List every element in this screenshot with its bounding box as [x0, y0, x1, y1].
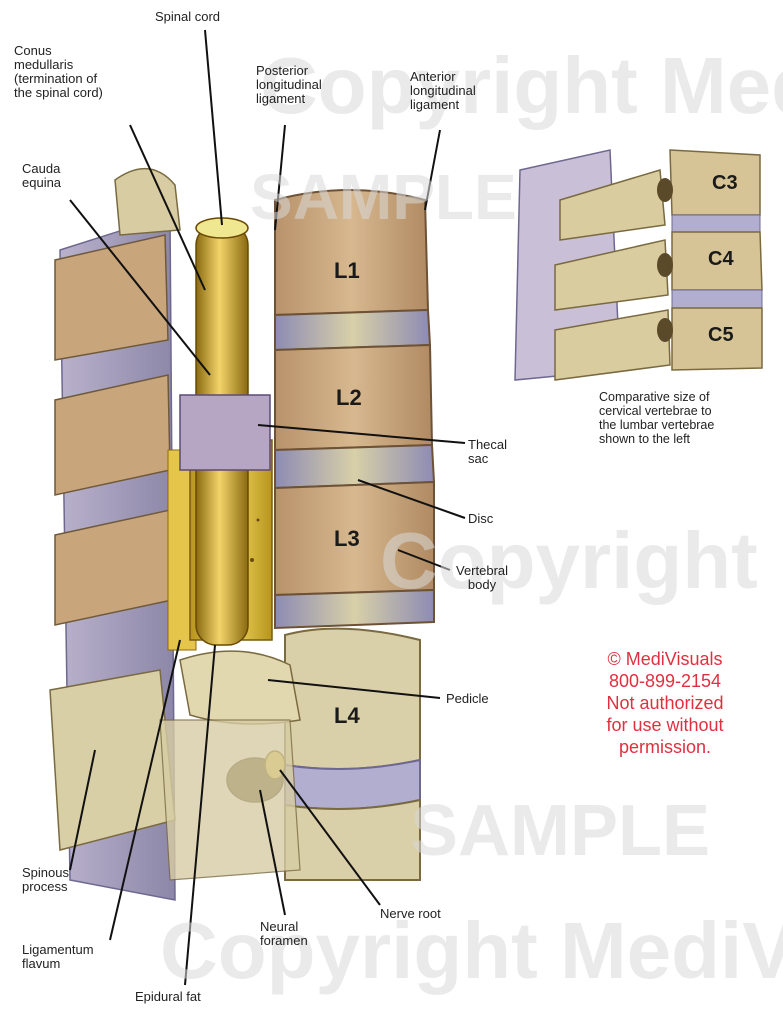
disc-l2-l3 [275, 445, 434, 488]
label-conus-medullaris: Conus medullaris (termination of the spi… [14, 44, 103, 100]
label-spinous-process: Spinous process [22, 866, 69, 894]
pedicle-shape [180, 651, 300, 724]
vertebral-body-l1 [275, 190, 428, 315]
vertebra-label-l4: L4 [334, 703, 360, 729]
copyright-notice: © MediVisuals 800-899-2154 Not authorize… [555, 648, 775, 758]
thecal-sac-band [180, 395, 270, 470]
cervical-foramen-1 [657, 178, 673, 202]
disc-l1-l2 [275, 310, 430, 350]
inset-caption: Comparative size of cervical vertebrae t… [599, 390, 779, 446]
vertebra-label-l3: L3 [334, 526, 360, 552]
cervical-disc-c4-c5 [672, 290, 762, 308]
cervical-disc-c3-c4 [672, 215, 760, 232]
spinous-process-shape [50, 670, 175, 850]
label-cauda-equina: Cauda equina [22, 162, 61, 190]
label-disc: Disc [468, 512, 493, 526]
label-vertebral-body: Vertebral body [456, 564, 508, 592]
label-ligamentum-flavum: Ligamentum flavum [22, 943, 94, 971]
vertebra-label-c5: C5 [708, 324, 734, 347]
disc-l3-l4 [275, 590, 434, 628]
label-thecal-sac: Thecal sac [468, 438, 507, 466]
cervical-foramen-2 [657, 253, 673, 277]
label-nerve-root: Nerve root [380, 907, 441, 921]
cervical-foramen-3 [657, 318, 673, 342]
lower-facet [160, 720, 300, 880]
label-posterior-ligament: Posterior longitudinal ligament [256, 64, 322, 106]
label-anterior-ligament: Anterior longitudinal ligament [410, 70, 476, 112]
vertebral-body-l4 [285, 629, 420, 769]
vertebra-label-c3: C3 [712, 172, 738, 195]
label-pedicle: Pedicle [446, 692, 489, 706]
vertebra-label-l1: L1 [334, 258, 360, 284]
label-spinal-cord: Spinal cord [155, 10, 220, 24]
top-facet [115, 169, 180, 235]
vertebra-label-l2: L2 [336, 385, 362, 411]
label-neural-foramen: Neural foramen [260, 920, 308, 948]
vertebra-label-c4: C4 [708, 248, 734, 271]
label-epidural-fat: Epidural fat [135, 990, 201, 1004]
